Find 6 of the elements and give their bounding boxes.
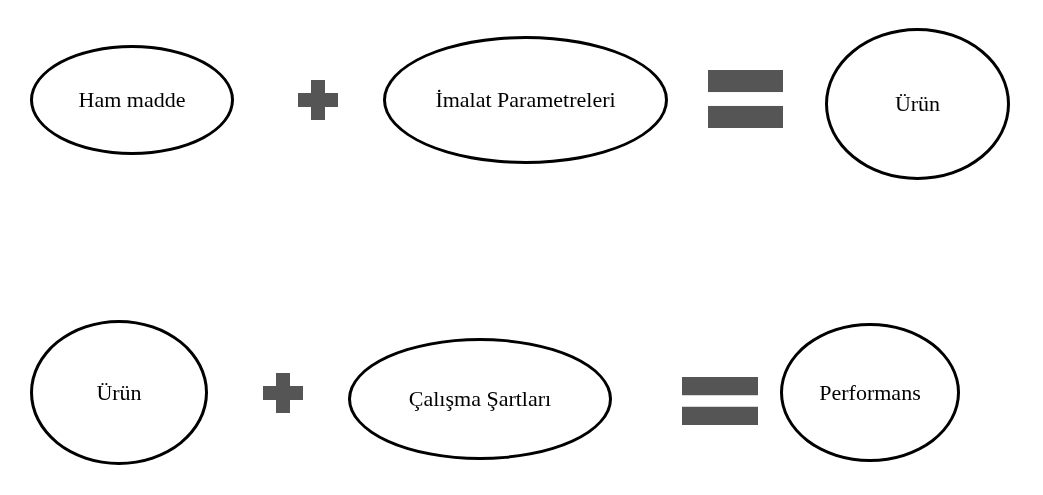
- node-label: Ham madde: [78, 87, 186, 113]
- node-label: Ürün: [894, 91, 941, 117]
- node-label: İmalat Parametreleri: [435, 87, 616, 113]
- node-label: Çalışma Şartları: [408, 386, 552, 412]
- node-label: Ürün: [96, 379, 142, 406]
- node-label: Performans: [819, 379, 921, 406]
